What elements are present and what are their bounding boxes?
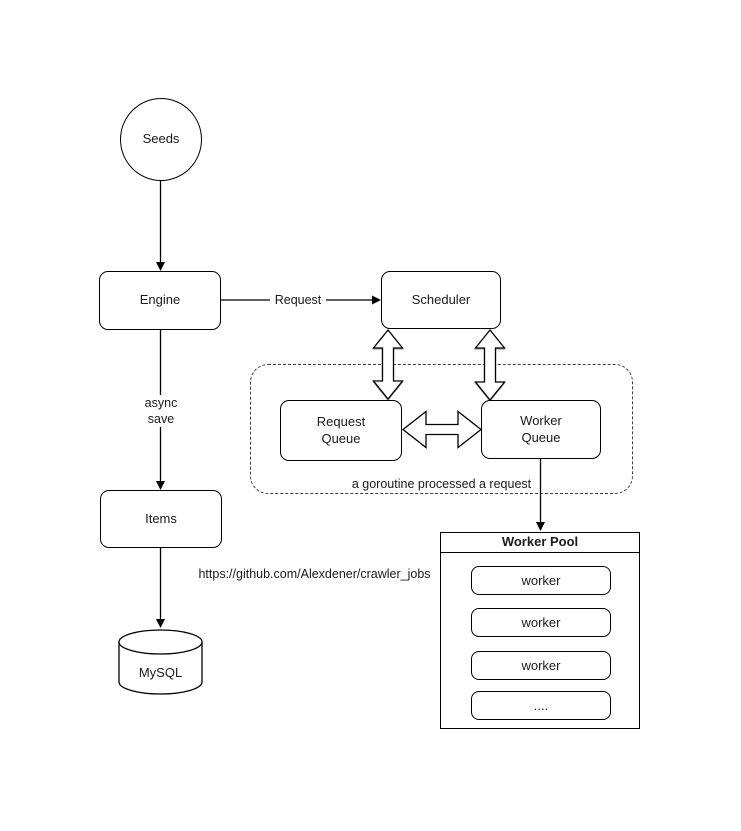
mysql-cylinder-top: [118, 629, 203, 655]
node-items-label: Items: [145, 510, 177, 526]
arrowhead-workerqueue-to-workerpool: [536, 522, 545, 531]
node-request-queue: Request Queue: [280, 400, 402, 461]
edge-label-save: save: [147, 412, 175, 426]
node-engine: Engine: [99, 271, 221, 330]
worker-label: worker: [521, 615, 561, 630]
node-seeds: Seeds: [120, 98, 202, 181]
worker-pool-container: Worker Pool worker worker worker ....: [440, 532, 640, 729]
goroutine-group-caption: a goroutine processed a request: [351, 477, 532, 491]
worker-pool-title: Worker Pool: [441, 533, 639, 553]
node-scheduler: Scheduler: [381, 271, 501, 329]
arrowhead-items-to-mysql: [156, 619, 165, 628]
worker-pool-item-3: worker: [471, 651, 611, 680]
arrowhead-seeds-to-engine: [156, 262, 165, 271]
edge-label-async-save: async save: [132, 395, 190, 427]
arrowhead-engine-to-scheduler: [372, 295, 381, 305]
node-seeds-label: Seeds: [142, 131, 180, 147]
node-scheduler-label: Scheduler: [411, 291, 471, 307]
node-worker-queue-label-line2: Queue: [521, 429, 561, 445]
goroutine-group: a goroutine processed a request: [250, 364, 633, 494]
node-request-queue-label-line1: Request: [316, 413, 366, 429]
worker-pool-item-4: ....: [471, 691, 611, 720]
worker-label: worker: [521, 658, 561, 673]
node-request-queue-label-line2: Queue: [321, 430, 361, 446]
node-mysql-label: MySQL: [138, 665, 183, 680]
worker-pool-item-2: worker: [471, 608, 611, 637]
arrowhead-engine-to-items: [156, 481, 165, 490]
node-worker-queue: Worker Queue: [481, 400, 601, 459]
worker-pool-item-1: worker: [471, 566, 611, 595]
node-engine-label: Engine: [139, 292, 181, 308]
node-items: Items: [100, 490, 222, 548]
worker-ellipsis-label: ....: [533, 698, 549, 713]
github-url-note: https://github.com/Alexdener/crawler_job…: [198, 567, 431, 581]
node-worker-queue-label-line1: Worker: [520, 412, 562, 428]
edge-label-async: async: [144, 396, 178, 410]
worker-label: worker: [521, 573, 561, 588]
edge-label-request: Request: [270, 292, 326, 308]
